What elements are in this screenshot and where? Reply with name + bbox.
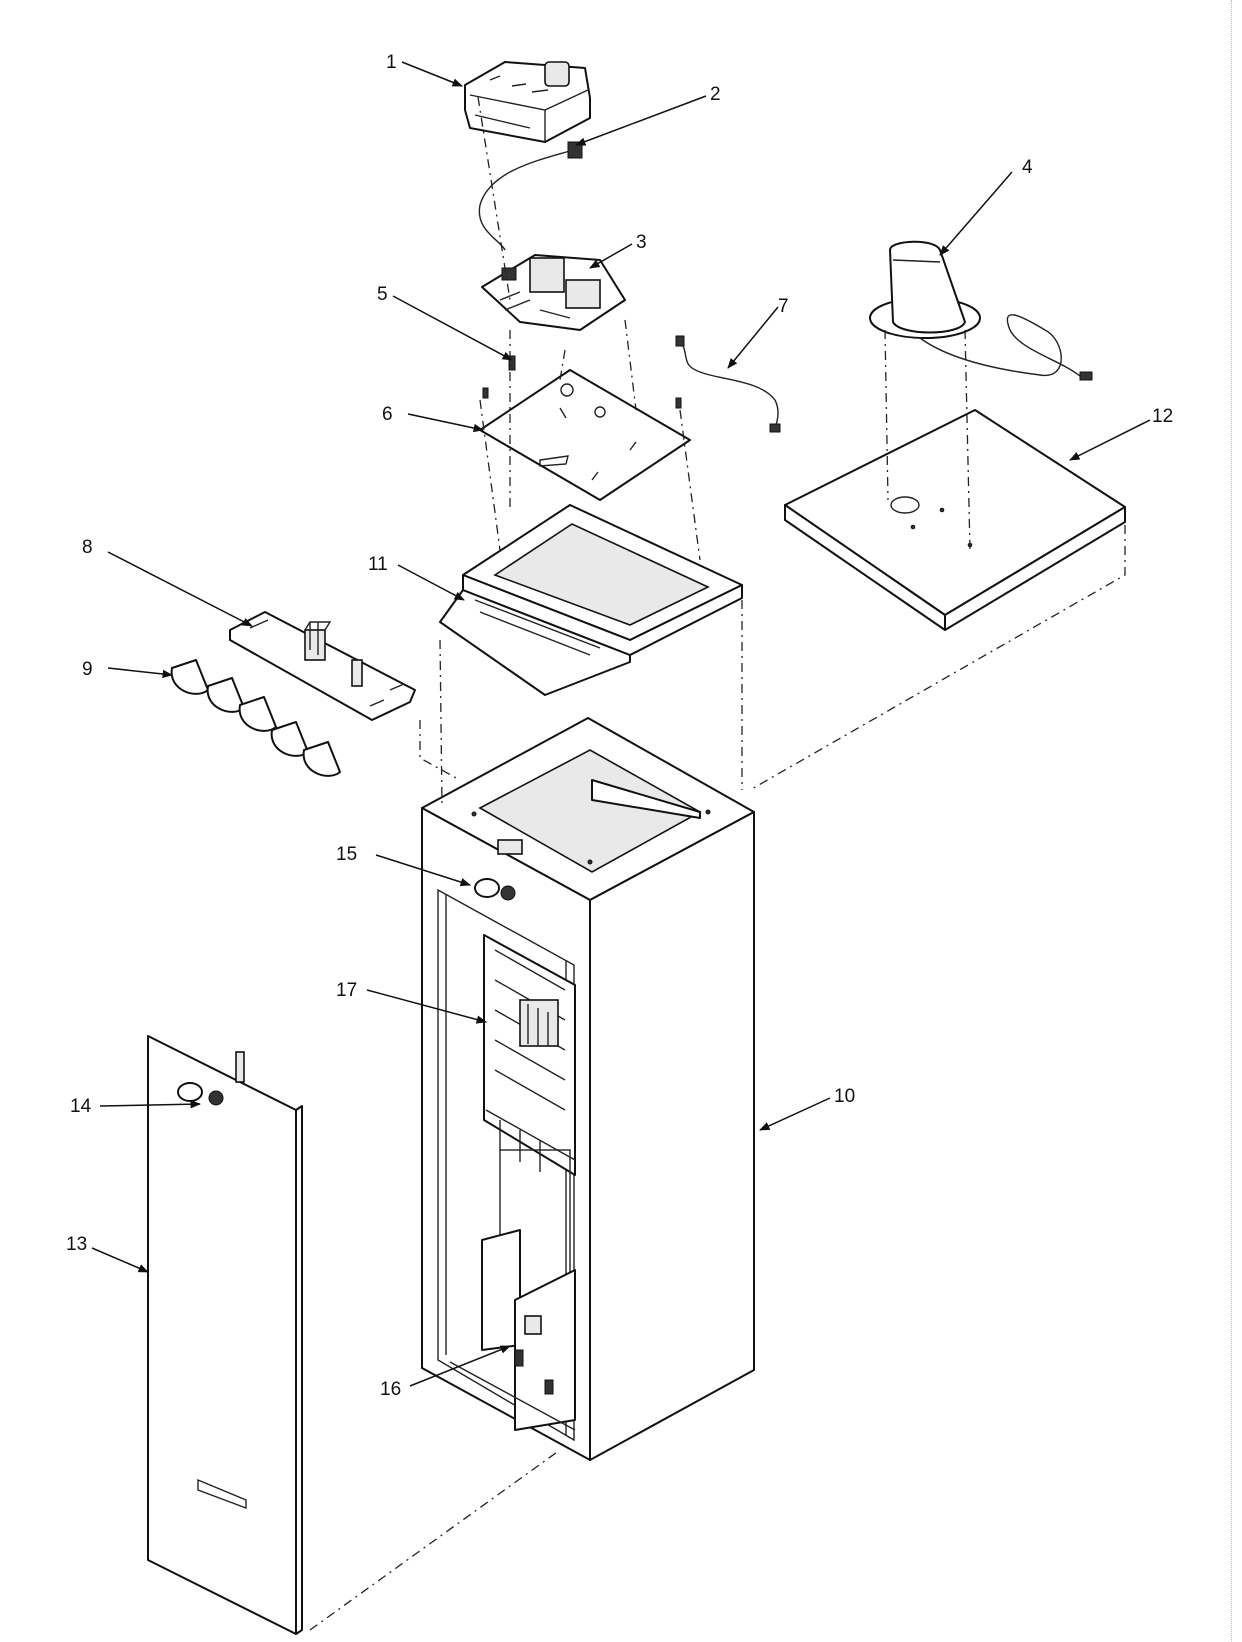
assembly-lines — [309, 96, 1126, 1631]
callout-labels: 1 2 3 4 5 6 7 8 9 10 11 12 13 14 15 16 1… — [66, 52, 1173, 1400]
part-12-top-lid — [784, 409, 1126, 631]
callout-5: 5 — [377, 284, 388, 305]
callout-17: 17 — [336, 980, 357, 1001]
callout-8: 8 — [82, 537, 93, 558]
callout-16: 16 — [380, 1379, 401, 1400]
callout-13: 13 — [66, 1234, 87, 1255]
callout-6: 6 — [382, 404, 393, 425]
callout-4: 4 — [1022, 157, 1033, 178]
callout-12: 12 — [1152, 406, 1173, 427]
part-7-ribbon-cable — [675, 335, 781, 433]
callout-14: 14 — [70, 1096, 92, 1117]
callout-2: 2 — [710, 84, 721, 105]
callout-3: 3 — [636, 232, 647, 253]
part-2-cable — [478, 141, 583, 251]
part-10-cabinet — [421, 717, 755, 1461]
callout-15: 15 — [336, 844, 357, 865]
part-9-clips — [170, 659, 341, 777]
callout-9: 9 — [82, 659, 93, 680]
callout-7: 7 — [778, 296, 789, 317]
part-16-power-supply — [449, 1229, 576, 1431]
part-3-control-board — [481, 254, 626, 331]
part-11-bezel-frame — [439, 504, 743, 696]
callout-11: 11 — [368, 554, 388, 575]
part-4-handle — [869, 240, 1093, 381]
callout-10: 10 — [834, 1086, 855, 1107]
part-17-interior-board — [483, 934, 576, 1341]
page-edge-divider — [1231, 0, 1232, 1642]
part-1-display-module — [464, 61, 591, 143]
part-8-circuit-board — [229, 611, 416, 721]
part-14-door-lock — [177, 1082, 224, 1106]
part-15-cabinet-lock — [474, 878, 516, 901]
part-13-door — [147, 1035, 303, 1635]
part-6-mounting-plate — [479, 369, 691, 501]
callout-leaders — [91, 61, 1151, 1387]
callout-1: 1 — [386, 52, 397, 73]
